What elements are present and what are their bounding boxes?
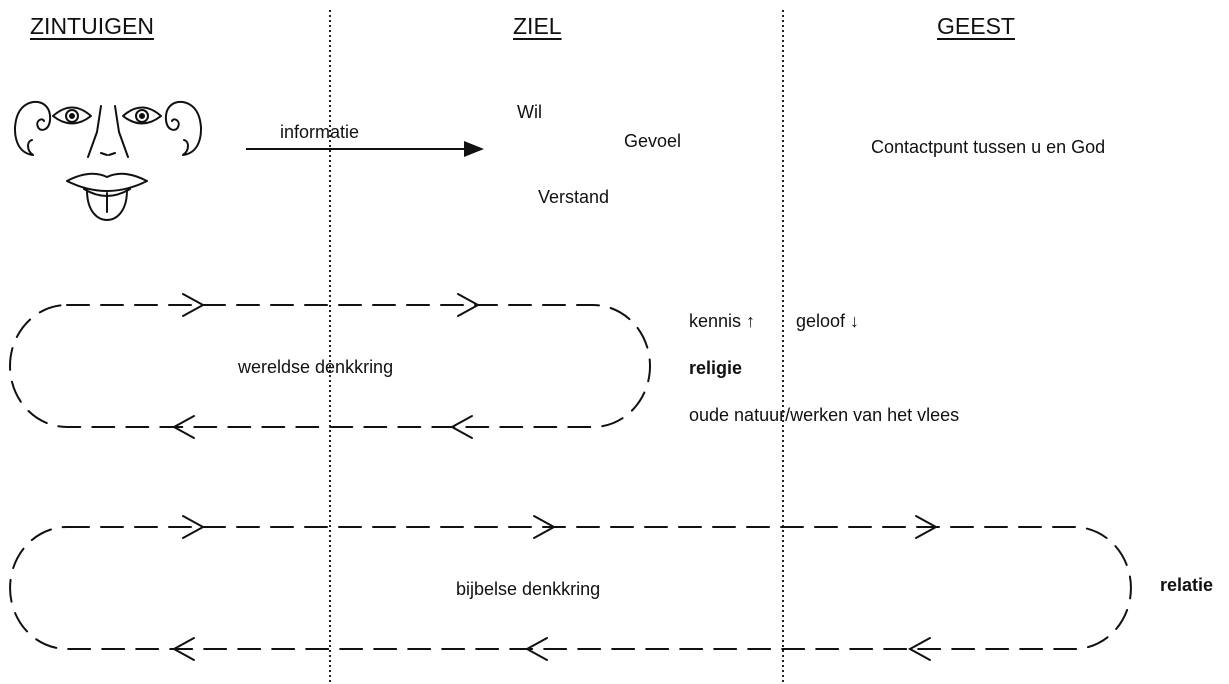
information-arrow: [246, 141, 484, 157]
eye-icon: [122, 106, 162, 125]
heading-soul: ZIEL: [513, 13, 562, 39]
soul-feeling: Gevoel: [624, 131, 682, 151]
cycle-arrow-left: [449, 415, 473, 439]
cycle-arrow-right: [182, 515, 206, 539]
cycle-arrow-left: [171, 637, 195, 661]
biblical-cycle-label: bijbelse denkkring: [456, 579, 601, 599]
faith-down-label: geloof ↓: [796, 311, 860, 331]
heading-senses: ZINTUIGEN: [30, 13, 154, 39]
eye-icon: [52, 106, 92, 125]
heading-spirit: GEEST: [937, 13, 1015, 39]
mouth-icon: [66, 172, 148, 221]
worldly-cycle-loop: [9, 293, 651, 439]
soul-mind: Verstand: [538, 187, 610, 207]
worldly-cycle-label: wereldse denkkring: [238, 357, 394, 377]
soul-will: Wil: [517, 102, 542, 122]
ear-icon: [14, 100, 52, 156]
cycle-arrow-right: [182, 293, 206, 317]
cycle-arrow-left: [171, 415, 195, 439]
information-label: informatie: [280, 122, 360, 142]
nose-icon: [87, 105, 129, 158]
cycle-arrow-right: [533, 515, 557, 539]
cycle-arrow-left: [524, 637, 548, 661]
cycle-arrow-left: [907, 637, 931, 661]
biblical-cycle-loop: [9, 515, 1132, 661]
ear-icon: [164, 100, 202, 156]
cycle-arrow-right: [457, 293, 481, 317]
religion-label: religie: [689, 358, 743, 378]
old-nature-label: oude natuur/werken van het vlees: [689, 405, 960, 425]
cycle-arrow-right: [915, 515, 939, 539]
spirit-contact-text: Contactpunt tussen u en God: [871, 137, 1106, 157]
relation-label: relatie: [1160, 575, 1214, 595]
knowledge-up-label: kennis ↑: [689, 311, 756, 331]
face-icon: [14, 100, 202, 221]
